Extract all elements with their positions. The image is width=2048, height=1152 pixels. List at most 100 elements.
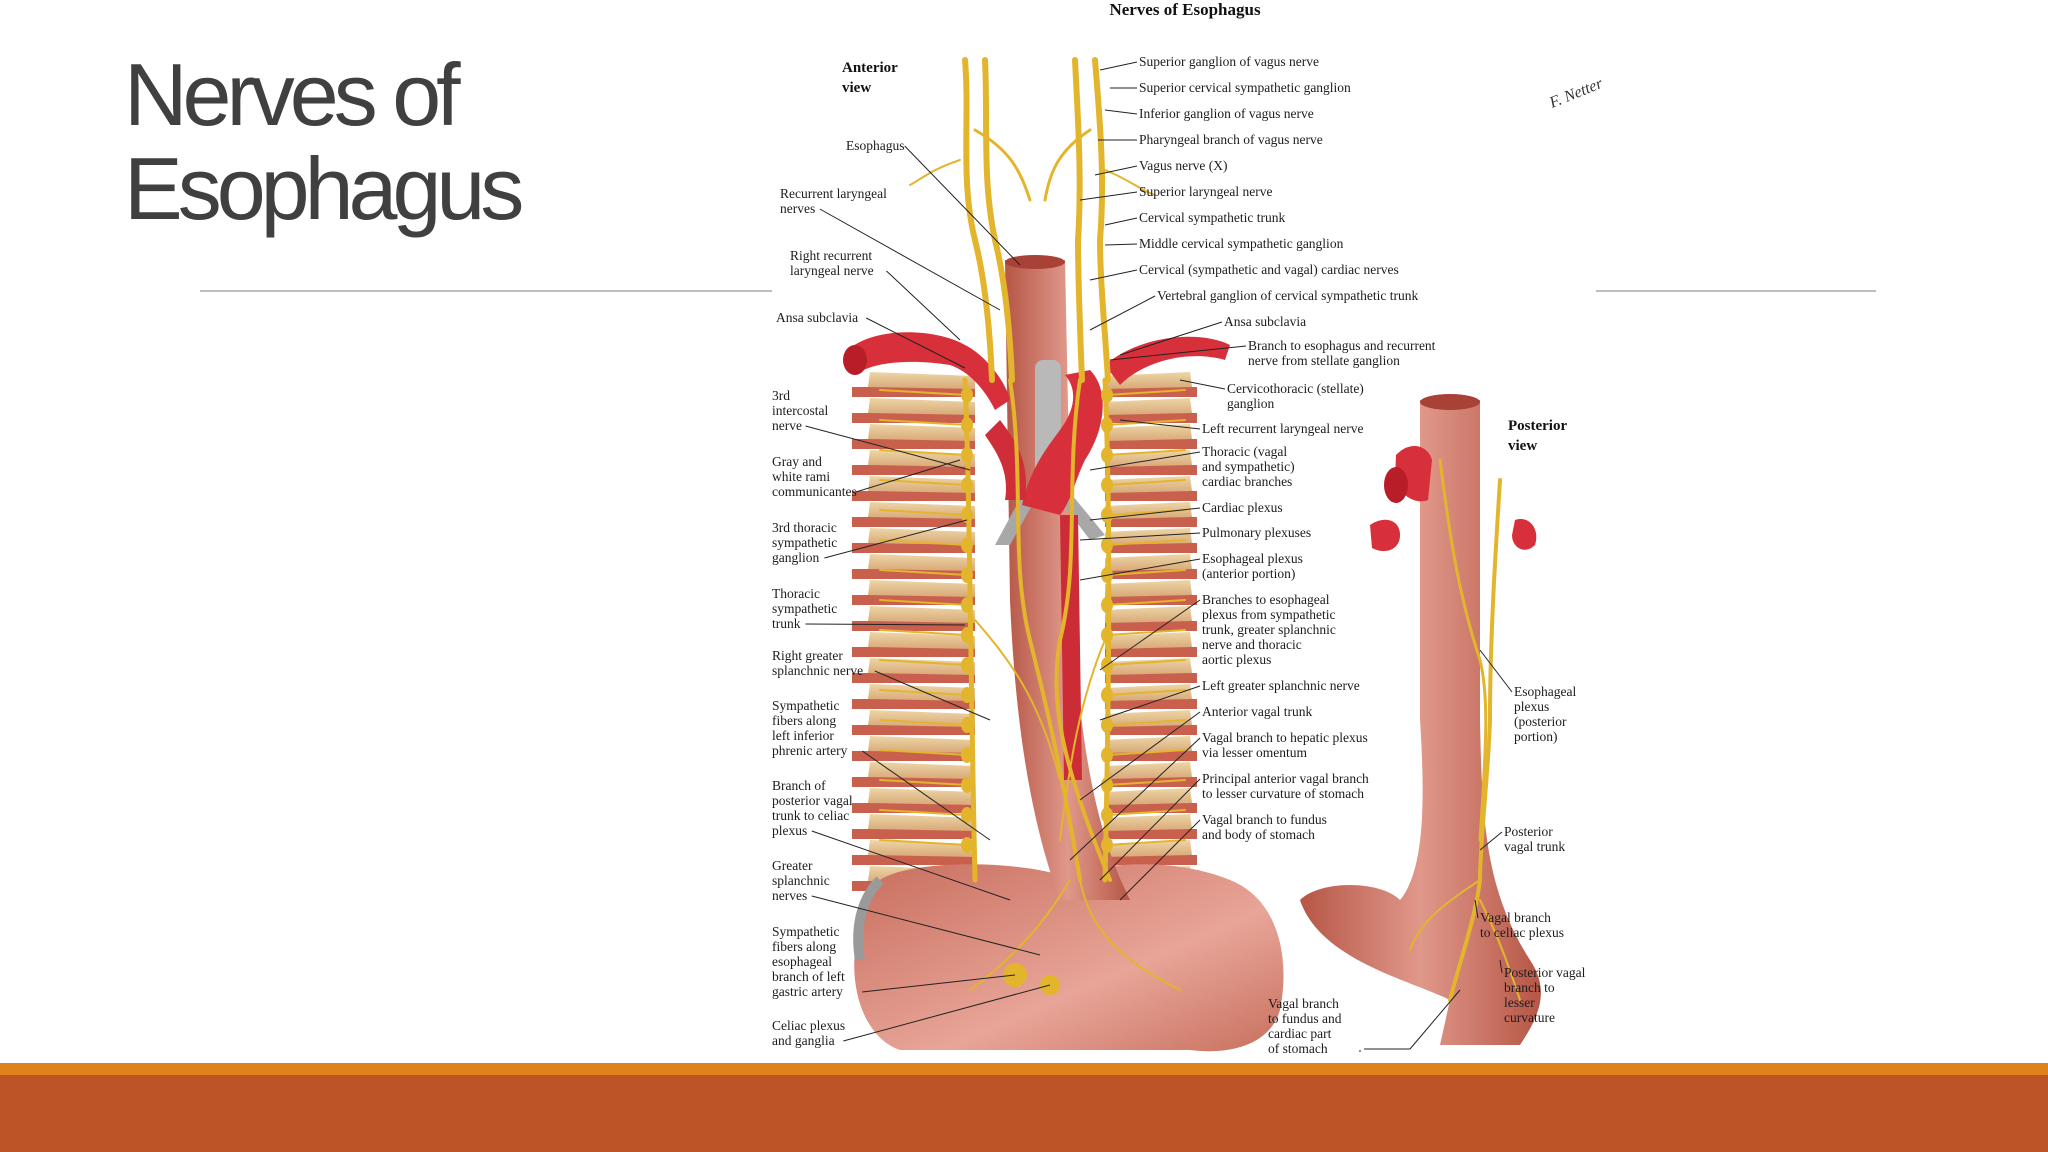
leader-line [805, 425, 971, 471]
label-right-7-line: Cervical sympathetic trunk [1139, 210, 1285, 225]
label-right-20-line: Left greater splanchnic nerve [1202, 678, 1360, 693]
label-right-12-line: nerve from stellate ganglion [1248, 353, 1400, 368]
label-posterior-1-line: portion) [1514, 729, 1558, 744]
label-right-8-line: Middle cervical sympathetic ganglion [1139, 236, 1344, 251]
label-right-17-line: Pulmonary plexuses [1202, 525, 1311, 540]
leader-line [1079, 558, 1201, 581]
label-left-13-line: fibers along [772, 939, 836, 954]
label-posterior-4-line: lesser [1504, 995, 1535, 1010]
label-right-13-line: ganglion [1227, 396, 1274, 411]
label-left-13-line: gastric artery [772, 984, 843, 999]
label-left-13-line: esophageal [772, 954, 832, 969]
rib-band [852, 736, 1197, 761]
label-left-12-line: nerves [772, 888, 807, 903]
artist-signature: F. Netter [1546, 75, 1606, 112]
label-right-16-line: Cardiac plexus [1202, 500, 1283, 515]
leader-line [824, 519, 968, 559]
label-right-16: Cardiac plexus [1202, 500, 1283, 515]
label-right-23-line: Principal anterior vagal branch [1202, 771, 1369, 786]
anterior-view-label-line-2: view [842, 80, 871, 96]
rib-band [852, 840, 1197, 865]
label-left-4: Ansa subclavia [776, 310, 858, 325]
label-left-10-line: Sympathetic [772, 698, 840, 713]
leader-line [1079, 711, 1201, 801]
label-right-1-line: Superior ganglion of vagus nerve [1139, 54, 1319, 69]
posterior-bronchial-artery-left [1370, 519, 1400, 552]
label-right-1: Superior ganglion of vagus nerve [1139, 54, 1319, 69]
posterior-bronchial-artery-right [1512, 519, 1537, 550]
label-posterior-4-line: Posterior vagal [1504, 965, 1586, 980]
rib-band [852, 606, 1197, 631]
label-right-9: Cervical (sympathetic and vagal) cardiac… [1139, 262, 1399, 277]
label-left-6-line: white rami [772, 469, 830, 484]
label-left-11-line: trunk to celiac [772, 808, 849, 823]
leader-line [862, 974, 1016, 993]
label-right-3: Inferior ganglion of vagus nerve [1139, 106, 1314, 121]
divider-right [1596, 290, 1876, 292]
rib-band [852, 580, 1197, 605]
label-left-11-line: plexus [772, 823, 807, 838]
label-right-19-line: aortic plexus [1202, 652, 1271, 667]
label-right-8: Middle cervical sympathetic ganglion [1139, 236, 1344, 251]
leader-line [1179, 379, 1226, 390]
leader-line [1119, 419, 1201, 430]
slide-title: Nerves of Esophagus [124, 48, 524, 238]
leader-line [819, 208, 1001, 311]
label-right-14: Left recurrent laryngeal nerve [1202, 421, 1364, 436]
label-right-15-line: cardiac branches [1202, 474, 1292, 489]
label-left-14-line: and ganglia [772, 1033, 835, 1048]
rib-band [852, 814, 1197, 839]
label-right-6-line: Superior laryngeal nerve [1139, 184, 1272, 199]
leader-line [1104, 109, 1138, 115]
label-right-24-line: and body of stomach [1202, 827, 1315, 842]
posterior-view-artwork [1300, 394, 1541, 1045]
label-posterior-1-line: Esophageal [1514, 684, 1576, 699]
label-right-11-line: Ansa subclavia [1224, 314, 1306, 329]
leader-line [1479, 649, 1513, 693]
label-left-8-line: trunk [772, 616, 801, 631]
label-posterior-2-line: vagal trunk [1504, 839, 1565, 854]
leader-line [886, 270, 961, 341]
label-right-19-line: nerve and thoracic [1202, 637, 1302, 652]
label-posterior-3-line: Vagal branch [1480, 910, 1551, 925]
label-left-5-line: 3rd [772, 388, 790, 403]
rib-band [852, 632, 1197, 657]
footer-band-thick [0, 1075, 2048, 1152]
right-subclavian-artery [850, 332, 1010, 410]
rib-band [852, 788, 1197, 813]
leader-line [1109, 345, 1247, 361]
slide-title-line-2: Esophagus [124, 139, 524, 238]
label-left-12-line: splanchnic [772, 873, 830, 888]
label-posterior-1-line: plexus [1514, 699, 1549, 714]
label-left-6-line: communicantes [772, 484, 857, 499]
posterior-esophagus-opening [1420, 394, 1480, 410]
leader-line [1474, 899, 1479, 919]
label-posterior-2-line: Posterior [1504, 824, 1553, 839]
label-right-22-line: via lesser omentum [1202, 745, 1307, 760]
label-right-5-line: Vagus nerve (X) [1139, 158, 1227, 173]
label-right-2: Superior cervical sympathetic ganglion [1139, 80, 1351, 95]
label-right-17: Pulmonary plexuses [1202, 525, 1311, 540]
label-left-9-line: Right greater [772, 648, 843, 663]
label-left-10-line: phrenic artery [772, 743, 848, 758]
label-left-7-line: sympathetic [772, 535, 837, 550]
leader-line [1089, 295, 1156, 331]
label-left-5-line: intercostal [772, 403, 828, 418]
leader-line [865, 317, 966, 369]
label-right-18-line: (anterior portion) [1202, 566, 1295, 581]
leader-line [1079, 191, 1138, 201]
leader-line [861, 750, 991, 841]
label-left-2-line: nerves [780, 201, 815, 216]
leader-line [805, 623, 966, 626]
label-right-24-line: Vagal branch to fundus [1202, 812, 1327, 827]
label-bottom-line: Vagal branch [1268, 996, 1339, 1011]
label-left-2-line: Recurrent laryngeal [780, 186, 887, 201]
leader-line [855, 459, 961, 493]
